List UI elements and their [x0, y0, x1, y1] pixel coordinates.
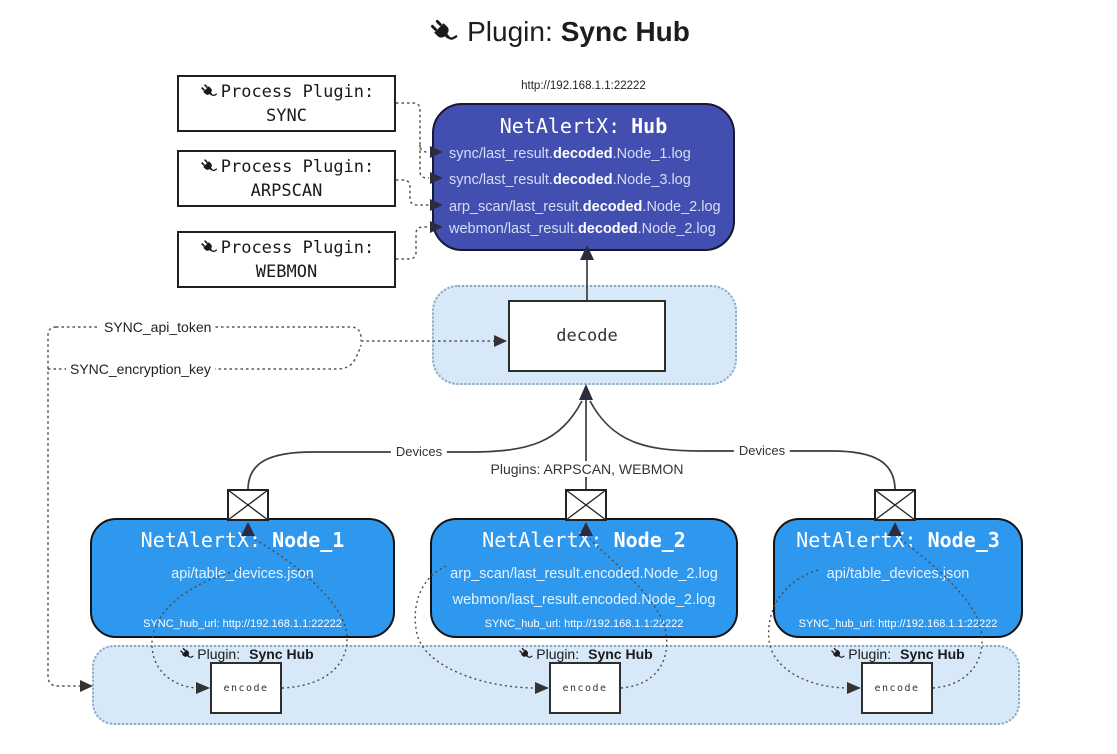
hub-file-post: .Node_1.log — [612, 146, 691, 162]
node-hub-url: SYNC_hub_url: http://192.168.1.1:22222 — [798, 618, 998, 630]
node-title: NetAlertX: Node_1 — [92, 528, 393, 552]
node-file: api/table_devices.json — [171, 566, 314, 582]
plug-icon — [178, 646, 194, 662]
hub-title-label: NetAlertX: — [499, 114, 621, 138]
hub-file-bold: decoded — [552, 146, 613, 162]
node-hub-url: SYNC_hub_url: http://192.168.1.1:22222 — [143, 618, 342, 630]
hub-file-line: webmon/last_result.decoded.Node_2.log — [449, 220, 716, 238]
nodes-to-decode-edges — [247, 398, 896, 492]
plug-icon — [517, 646, 533, 662]
encode-plugin-label-1: Plugin: Sync Hub — [178, 646, 314, 662]
plug-icon — [199, 82, 217, 101]
encode-plugin-label-text: Plugin: — [848, 646, 892, 662]
decode-box: decode — [508, 300, 666, 372]
plug-icon — [199, 238, 217, 257]
node-hub-url: SYNC_hub_url: http://192.168.1.1:22222 — [484, 618, 684, 630]
edge-label-devices-left: Devices — [390, 444, 448, 459]
node-file: arp_scan/last_result.encoded.Node_2.log — [450, 566, 718, 582]
process-plugin-name: WEBMON — [255, 261, 318, 282]
hub-file-bold: decoded — [552, 172, 613, 188]
encode-plugin-name: Sync Hub — [900, 646, 965, 662]
process-plugin-box-arpscan: Process Plugin: ARPSCAN — [177, 150, 396, 207]
decode-bottom-arrowhead — [579, 384, 593, 400]
sync-api-token-label: SYNC_api_token — [100, 319, 216, 335]
encode-plugin-name: Sync Hub — [588, 646, 653, 662]
process-plugin-label: Process Plugin: — [220, 237, 375, 258]
page-title: Plugin: Sync Hub — [0, 16, 1117, 48]
edge-label-devices-right: Devices — [733, 443, 791, 458]
node-title-label: NetAlertX: — [140, 528, 262, 552]
encode-plugin-name: Sync Hub — [249, 646, 314, 662]
encode-box-1: encode — [210, 662, 282, 714]
hub-box: NetAlertX:Hub sync/last_result.decoded.N… — [432, 103, 735, 251]
process-plugin-box-sync: Process Plugin: SYNC — [177, 75, 396, 132]
encode-plugin-label-text: Plugin: — [197, 646, 241, 662]
envelope-icon — [874, 489, 916, 521]
plug-icon — [829, 646, 845, 662]
node-title-label: NetAlertX: — [482, 528, 603, 552]
page-title-name: Sync Hub — [560, 16, 690, 47]
encode-box-3: encode — [861, 662, 933, 714]
process-plugin-box-webmon: Process Plugin: WEBMON — [177, 231, 396, 288]
node-title: NetAlertX: Node_3 — [775, 528, 1021, 552]
envelope-icon — [227, 489, 269, 521]
edge-label-plugins: Plugins: ARPSCAN, WEBMON — [485, 461, 689, 477]
process-plugin-label: Process Plugin: — [220, 156, 375, 177]
plugin-to-hub-connectors — [396, 102, 429, 260]
encode-plugin-label-2: Plugin: Sync Hub — [517, 646, 653, 662]
envelope-icon — [565, 489, 607, 521]
node-title-label: NetAlertX: — [796, 528, 917, 552]
hub-file-bold: decoded — [582, 199, 643, 215]
plug-icon — [199, 157, 217, 176]
hub-file-pre: sync/last_result. — [449, 172, 553, 188]
sync-encryption-key-label: SYNC_encryption_key — [66, 361, 215, 377]
node-box-node2: NetAlertX: Node_2 arp_scan/last_result.en… — [430, 518, 738, 638]
node-box-node3: NetAlertX:Node_3 api/table_devices.json … — [773, 518, 1023, 638]
encode-plugin-label-text: Plugin: — [536, 646, 580, 662]
hub-title: NetAlertX: Hub — [434, 114, 733, 138]
node-title-name: Node_2 — [613, 528, 686, 552]
hub-file-pre: sync/last_result. — [449, 146, 553, 162]
node-title-name: Node_1 — [272, 528, 345, 552]
node-title-name: Node_3 — [927, 528, 1000, 552]
node-title: NetAlertX: Node_2 — [432, 528, 736, 552]
encode-plugin-label-3: Plugin: Sync Hub — [829, 646, 965, 662]
hub-file-pre: webmon/last_result. — [449, 221, 578, 237]
node-file: api/table_devices.json — [826, 566, 970, 582]
hub-file-line: arp_scan/last_result.decoded.Node_2.log — [449, 198, 721, 216]
hub-file-line: sync/last_result.decoded.Node_3.log — [449, 171, 691, 189]
node-box-node1: NetAlertX:Node_1 api/table_devices.json … — [90, 518, 395, 638]
process-plugin-label: Process Plugin: — [220, 81, 375, 102]
hub-file-line: sync/last_result.decoded.Node_1.log — [449, 145, 691, 163]
process-plugin-name: SYNC — [266, 105, 307, 126]
page-title-label: Plugin: — [467, 16, 553, 47]
process-plugin-name: ARPSCAN — [250, 180, 323, 201]
plug-icon — [428, 17, 458, 47]
hub-file-pre: arp_scan/last_result. — [449, 199, 583, 215]
node-file: webmon/last_result.encoded.Node_2.log — [452, 592, 716, 608]
hub-file-post: .Node_2.log — [642, 199, 721, 215]
hub-title-name: Hub — [631, 114, 668, 138]
hub-file-bold: decoded — [577, 221, 638, 237]
encode-box-2: encode — [549, 662, 621, 714]
hub-file-post: .Node_3.log — [612, 172, 691, 188]
hub-url-label: http://192.168.1.1:22222 — [521, 80, 646, 92]
hub-file-post: .Node_2.log — [637, 221, 716, 237]
